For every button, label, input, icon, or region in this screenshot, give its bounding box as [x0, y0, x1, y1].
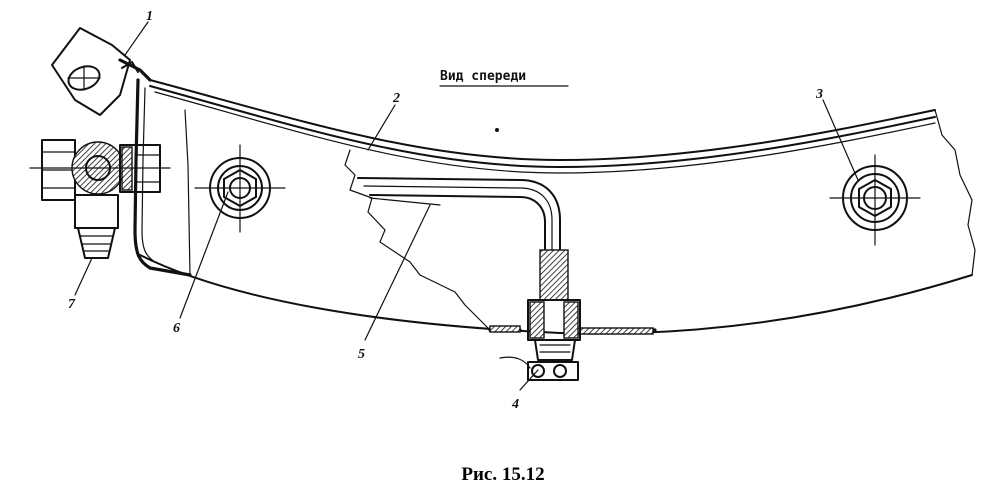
- left-fitting: [29, 139, 171, 259]
- callout-7: 7: [68, 297, 76, 312]
- bottom-fitting: [499, 249, 581, 381]
- callout-5: 5: [358, 347, 365, 362]
- bracket-plate: [51, 27, 152, 116]
- bottom-flange: [488, 325, 657, 335]
- callout-4: 4: [511, 397, 519, 412]
- callout-2: 2: [392, 91, 400, 106]
- leader-lines: [74, 21, 859, 391]
- callout-6: 6: [173, 321, 180, 336]
- dot-mark: [495, 128, 499, 132]
- callout-3: 3: [815, 87, 823, 102]
- callout-1: 1: [146, 9, 153, 24]
- cutaway-section: [344, 149, 491, 331]
- mounting-bolt-left: [194, 144, 286, 233]
- view-title: Вид спереди: [440, 69, 526, 84]
- figure-caption: Рис. 15.12: [461, 464, 544, 485]
- mounting-bolt-right: [829, 154, 921, 246]
- tube: [357, 177, 561, 301]
- panel-outline: [133, 78, 976, 335]
